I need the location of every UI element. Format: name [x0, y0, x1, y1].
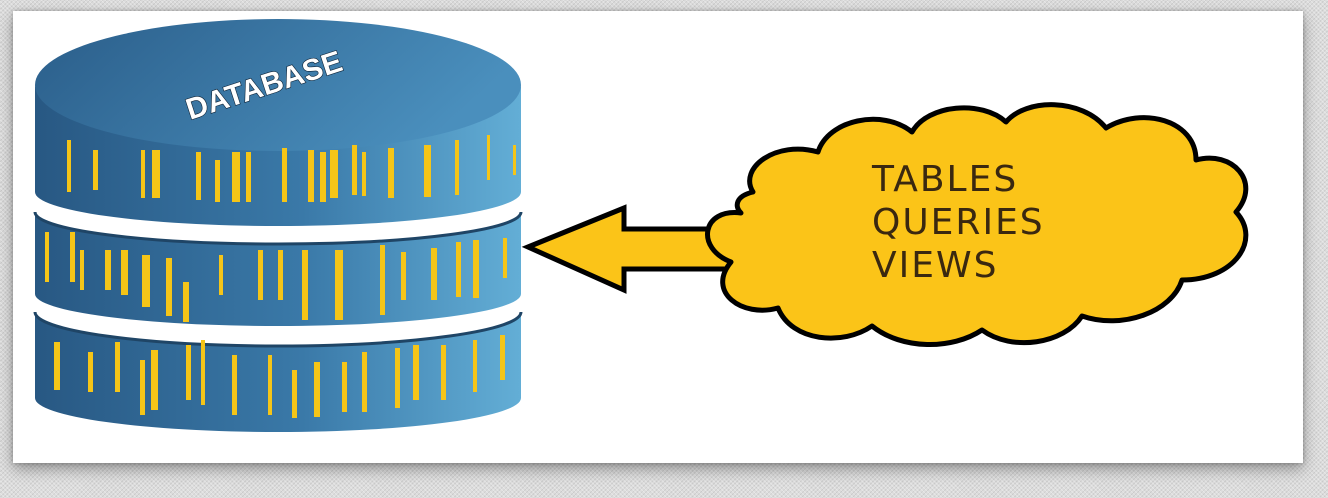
stripes-middle — [45, 232, 507, 322]
stripes-top — [67, 135, 516, 202]
cylinder-segment-bottom — [35, 312, 521, 432]
cloud-item-views: VIEWS — [872, 245, 998, 286]
cloud-item-tables: TABLES — [871, 159, 1018, 200]
cloud-items: TABLES QUERIES VIEWS — [871, 159, 1045, 286]
stripes-bottom — [54, 335, 505, 418]
cloud-shape — [705, 102, 1249, 347]
left-arrow — [521, 204, 740, 294]
database-cylinder: DATABASE — [33, 19, 523, 432]
cylinder-top-cap — [35, 19, 521, 151]
cloud-item-queries: QUERIES — [872, 202, 1045, 243]
